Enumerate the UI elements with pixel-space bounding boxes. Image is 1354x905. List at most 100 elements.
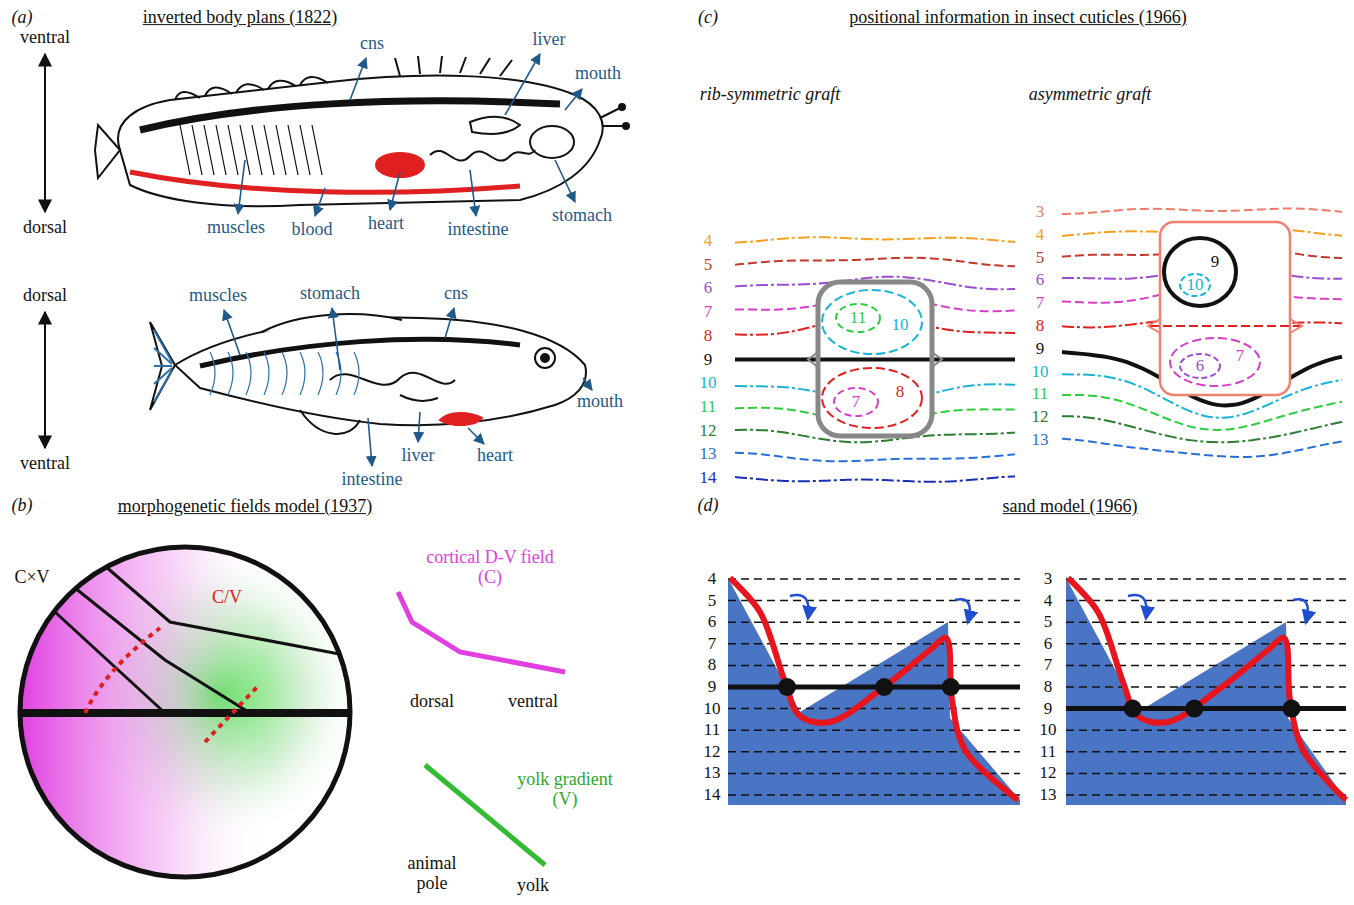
drawing-part <box>942 678 960 696</box>
drawing-part <box>728 686 1020 688</box>
drawing-part <box>154 370 172 402</box>
organ-label: intestine <box>448 220 509 240</box>
drawing-part <box>44 54 46 212</box>
axis-label: dorsal <box>23 286 67 306</box>
graft-title: asymmetric graft <box>1029 85 1151 105</box>
drawing-part <box>735 358 1015 362</box>
drawing-part <box>400 395 438 401</box>
drawing-part <box>85 628 160 713</box>
drawing-part <box>1293 599 1308 622</box>
drawing-part <box>368 418 372 466</box>
drawing-part <box>555 160 575 202</box>
panel-letter: (c) <box>698 8 718 28</box>
drawing-part <box>728 578 1020 805</box>
drawing-part <box>224 310 240 355</box>
level-number: 14 <box>700 469 717 488</box>
level-number: 7 <box>1036 294 1045 313</box>
drawing-part <box>210 352 215 395</box>
drawing-part <box>619 104 625 110</box>
axis-label: dorsal <box>410 692 454 712</box>
organ-label: muscles <box>189 286 247 306</box>
drawing-part <box>1180 354 1220 378</box>
level-number: 6 <box>1044 634 1053 653</box>
level-number: 8 <box>708 656 717 675</box>
level-number: 7 <box>704 303 713 322</box>
level-number: 10 <box>1040 721 1057 740</box>
drawing-part <box>252 125 262 175</box>
drawing-part <box>1160 222 1290 395</box>
drawing-part <box>398 592 565 672</box>
panel-letter: (a) <box>12 8 33 28</box>
drawing-part <box>20 547 350 877</box>
drawing-part <box>1062 395 1342 430</box>
panel-title: inverted body plans (1822) <box>143 8 337 28</box>
level-number: 9 <box>704 350 713 369</box>
drawing-part <box>150 322 175 410</box>
level-number: 13 <box>700 445 717 464</box>
drawing-part <box>1283 700 1301 718</box>
level-number: 11 <box>704 721 720 740</box>
drawing-part <box>55 612 165 713</box>
drawing-part <box>1066 794 1346 796</box>
drawing-part <box>440 413 482 425</box>
drawing-part <box>728 794 1020 796</box>
level-number: 11 <box>1032 385 1048 404</box>
drawing-part <box>20 566 350 713</box>
drawing-part <box>1128 595 1147 618</box>
drawing-part <box>822 368 922 428</box>
organ-label: cns <box>444 284 468 304</box>
drawing-part <box>224 54 592 466</box>
drawing-part <box>318 352 323 395</box>
drawing-part <box>735 476 1015 482</box>
drawing-part <box>1066 708 1346 710</box>
drawing-part <box>300 410 360 434</box>
drawing-part <box>210 352 359 395</box>
drawing-part <box>583 378 592 390</box>
drawing-part <box>505 54 540 115</box>
drawing-part <box>790 595 809 618</box>
drawing-part <box>350 58 366 100</box>
level-number: 7 <box>852 393 861 412</box>
drawing-part <box>216 125 226 175</box>
drawing-part <box>228 352 233 395</box>
drawing-part <box>180 125 190 175</box>
organ-label: heart <box>368 214 404 234</box>
level-number: 9 <box>1211 253 1220 272</box>
drawing-part <box>354 352 359 395</box>
drawing-part <box>1066 578 1346 805</box>
organ-label: liver <box>533 30 566 50</box>
drawing-part <box>330 373 455 385</box>
drawing-part <box>140 101 560 130</box>
level-number: 6 <box>708 613 717 632</box>
level-number: 13 <box>704 764 721 783</box>
level-number: 5 <box>704 255 713 274</box>
drawing-part <box>1066 621 1346 623</box>
drawing-part <box>276 125 286 175</box>
drawing-part <box>778 678 796 696</box>
drawing-part <box>1066 773 1346 775</box>
level-number: 10 <box>700 374 717 393</box>
level-number: 5 <box>708 591 717 610</box>
drawing-part <box>623 123 629 129</box>
drawing-part <box>264 352 269 395</box>
axis-label: animal pole <box>397 854 467 894</box>
drawing-part <box>154 348 172 364</box>
drawing-part <box>150 314 586 434</box>
organ-label: liver <box>402 446 435 466</box>
level-number: 3 <box>1044 570 1053 589</box>
drawing-part <box>44 312 46 448</box>
drawing-part <box>1124 700 1142 718</box>
level-number: 4 <box>704 232 713 251</box>
organ-label: blood <box>291 220 332 240</box>
drawing-part <box>1062 439 1342 457</box>
drawing-part <box>1066 706 1346 711</box>
level-number: 11 <box>700 398 716 417</box>
organ-label: stomach <box>300 284 360 304</box>
drawing-part <box>735 258 1015 267</box>
drawing-part <box>192 125 202 175</box>
level-number: 6 <box>1196 357 1205 376</box>
panel-title: sand model (1966) <box>1003 497 1138 517</box>
drawing-part <box>468 428 484 444</box>
drawing-part <box>1068 578 1346 800</box>
